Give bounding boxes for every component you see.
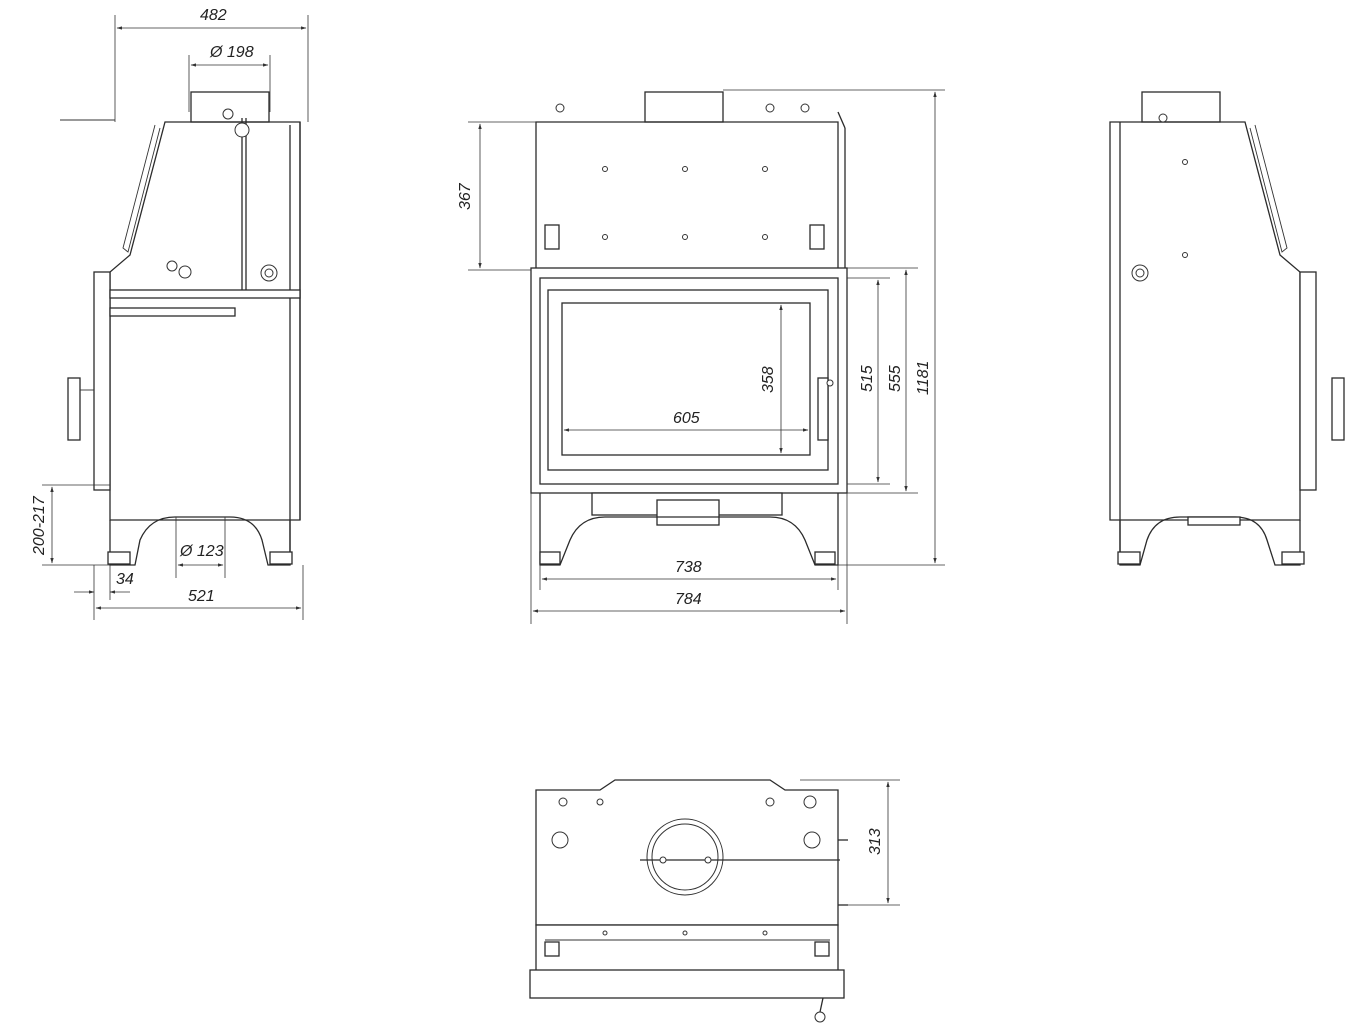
dim-base-depth: 521 (188, 588, 215, 605)
dim-flue-diameter: Ø 198 (209, 44, 254, 61)
dim-opening-height: 555 (887, 365, 904, 392)
dim-glass-height: 358 (760, 366, 777, 393)
dim-top-depth: 313 (867, 828, 884, 855)
dim-offset: 34 (116, 571, 134, 588)
dim-total-width: 784 (675, 591, 702, 608)
side-view-right (1109, 91, 1345, 566)
dim-inner-width: 738 (675, 559, 702, 576)
top-view: 313 (529, 779, 900, 1023)
dim-overall-depth: 482 (200, 7, 227, 24)
dim-air-inlet-diameter: Ø 123 (179, 543, 224, 560)
dim-glass-width: 605 (673, 410, 700, 427)
dim-total-height: 1181 (915, 361, 932, 395)
side-view-left: 482 Ø 198 200-2 (31, 7, 309, 620)
front-view: 367 358 605 515 555 1181 738 784 (457, 89, 945, 624)
dim-leg-height: 200-217 (31, 495, 48, 556)
dim-door-height: 515 (859, 365, 876, 392)
dim-top-height: 367 (457, 182, 474, 210)
